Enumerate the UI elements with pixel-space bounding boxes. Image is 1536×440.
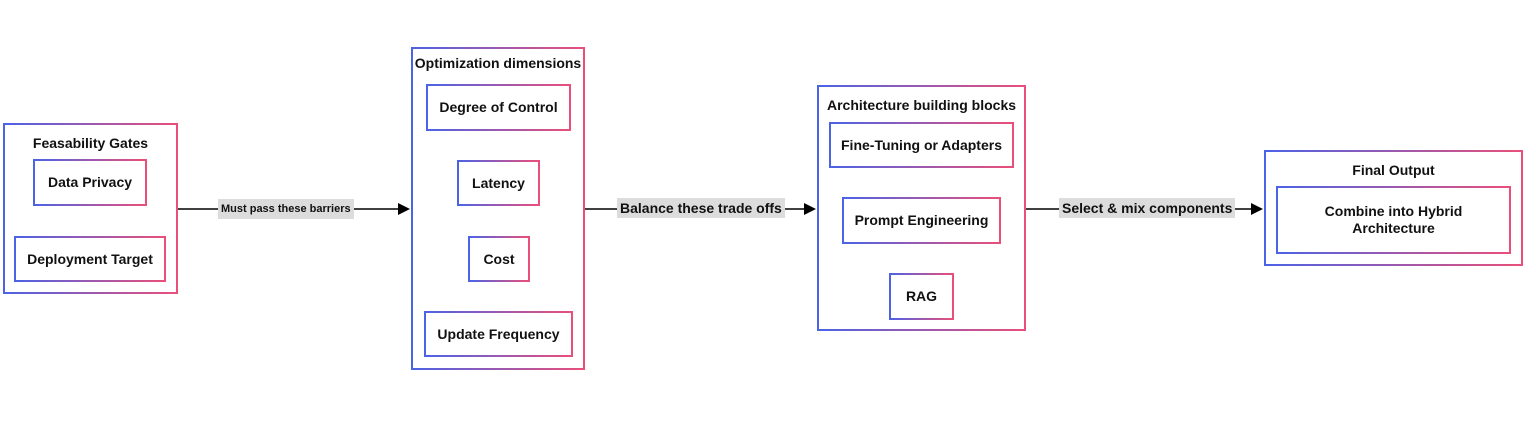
- degree-of-control-node: Degree of Control: [426, 84, 571, 131]
- latency-node: Latency: [457, 160, 540, 206]
- prompt-engineering-node: Prompt Engineering: [842, 197, 1001, 244]
- update-frequency-node: Update Frequency: [424, 311, 573, 357]
- data-privacy-node: Data Privacy: [33, 159, 147, 206]
- edge-label-select-mix: Select & mix components: [1059, 198, 1236, 218]
- arrowhead-icon: [1251, 203, 1263, 215]
- rag-node: RAG: [889, 273, 954, 320]
- cost-node: Cost: [468, 236, 530, 282]
- feasibility-gates-title: Feasability Gates: [32, 135, 149, 151]
- optimization-dimensions-title: Optimization dimensions: [414, 55, 582, 71]
- edge-label-balance: Balance these trade offs: [617, 198, 785, 218]
- fine-tuning-adapters-node: Fine-Tuning or Adapters: [829, 122, 1014, 168]
- edge-label-must-pass: Must pass these barriers: [218, 199, 354, 219]
- arrowhead-icon: [398, 203, 410, 215]
- deployment-target-node: Deployment Target: [14, 236, 166, 282]
- arrowhead-icon: [804, 203, 816, 215]
- final-output-title: Final Output: [1352, 162, 1435, 178]
- hybrid-architecture-node: Combine into Hybrid Architecture: [1276, 186, 1511, 254]
- architecture-building-blocks-title: Architecture building blocks: [826, 97, 1017, 113]
